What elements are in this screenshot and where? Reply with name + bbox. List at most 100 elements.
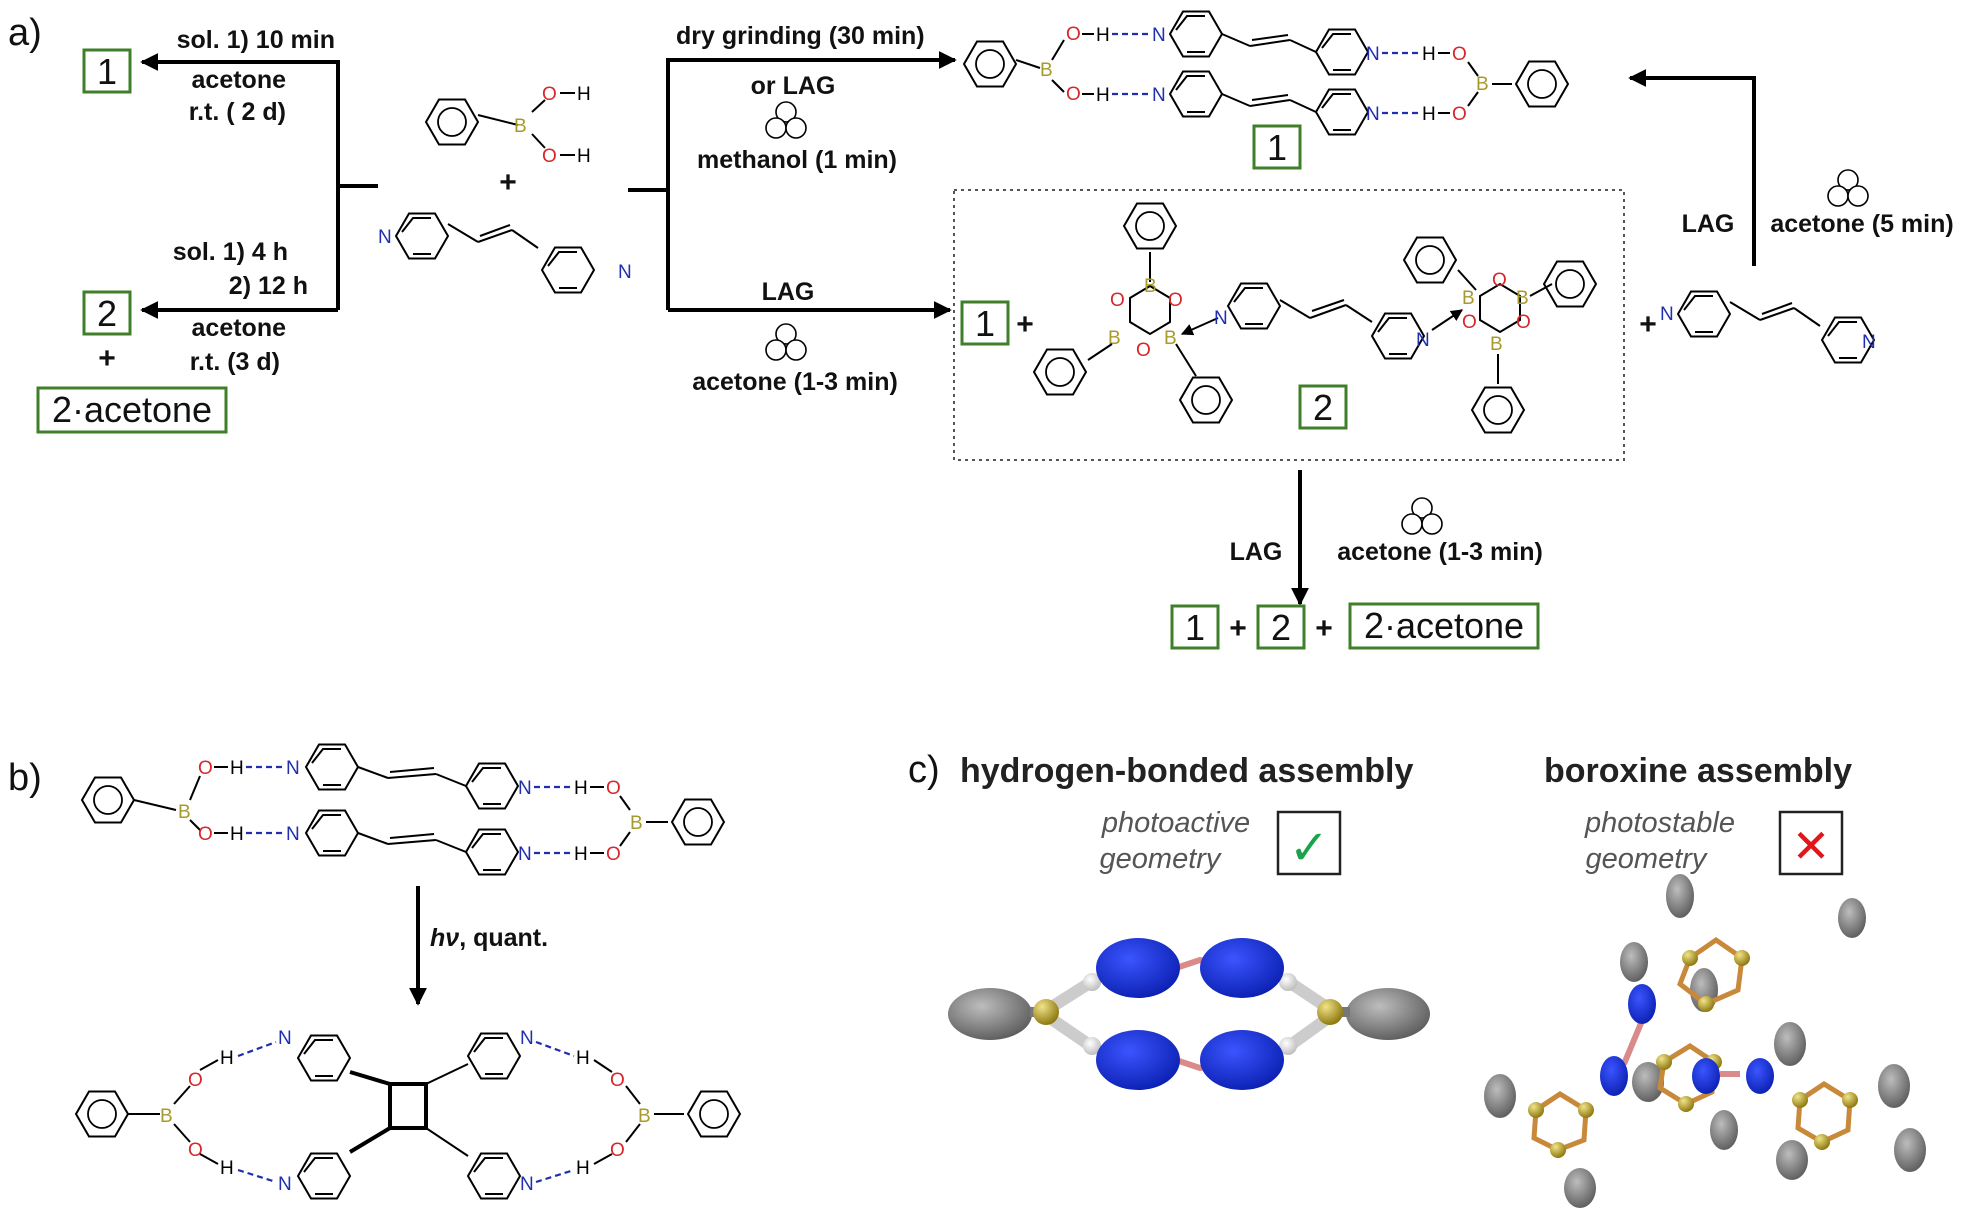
- svg-text:O: O: [1066, 24, 1081, 45]
- svg-text:2·acetone: 2·acetone: [52, 389, 212, 430]
- svg-text:B: B: [1462, 288, 1475, 309]
- plus-sign: +: [1016, 308, 1034, 341]
- svg-text:H: H: [576, 1048, 590, 1069]
- svg-text:N: N: [1152, 25, 1166, 46]
- cocrystal-1-structure: B O O H H N N N N H H O O B: [963, 10, 1569, 136]
- svg-text:H: H: [230, 758, 244, 779]
- cond-left-bottom-2: 2) 12 h: [229, 272, 308, 300]
- plus-reactants: +: [499, 166, 517, 199]
- svg-text:1: 1: [975, 303, 995, 344]
- bpe-free-right: N N: [1660, 290, 1876, 364]
- svg-text:2: 2: [97, 293, 117, 334]
- cond-far-right-lag: LAG: [1682, 210, 1735, 238]
- cross-icon: ✕: [1778, 810, 1844, 876]
- svg-text:N: N: [286, 824, 300, 845]
- svg-text:2: 2: [1271, 607, 1291, 648]
- geometry-text-right: geometry: [1586, 843, 1708, 875]
- svg-text:O: O: [610, 1140, 625, 1161]
- panel-b-label: b): [8, 757, 42, 799]
- cond-left-top-1: sol. 1) 10 min: [177, 26, 335, 54]
- cyclobutane-product: B O O H H N N N N H H O O B: [75, 1028, 741, 1200]
- final-product-1: 1: [1170, 604, 1220, 650]
- svg-text:N: N: [1152, 85, 1166, 106]
- boroxine-assembly-title: boroxine assembly: [1544, 752, 1852, 790]
- lag-ball-icon: [1827, 169, 1869, 207]
- geometry-text-left: geometry: [1100, 843, 1222, 875]
- plus-sign: +: [1315, 612, 1333, 645]
- left-branch-line: [336, 60, 378, 310]
- svg-text:H: H: [574, 844, 588, 865]
- svg-text:1: 1: [97, 51, 117, 92]
- svg-text:H: H: [577, 146, 591, 167]
- svg-text:B: B: [630, 813, 643, 834]
- cond-down-lag: LAG: [1230, 538, 1283, 566]
- cond-down: acetone (1-3 min): [1337, 538, 1543, 566]
- svg-text:H: H: [1096, 25, 1110, 46]
- svg-text:B: B: [1490, 334, 1503, 355]
- right-branch-line: [628, 58, 670, 310]
- svg-text:B: B: [514, 116, 527, 137]
- svg-text:B: B: [1476, 74, 1489, 95]
- cond-far-right: acetone (5 min): [1770, 210, 1953, 238]
- svg-text:N: N: [618, 262, 632, 283]
- svg-text:B: B: [638, 1106, 651, 1127]
- bpe-reactant-center: N N: [378, 212, 632, 294]
- checkmark-icon: ✓: [1276, 810, 1342, 876]
- mixture-label-2: 2: [1298, 384, 1348, 430]
- svg-text:N: N: [278, 1028, 292, 1049]
- svg-text:N: N: [1416, 330, 1430, 351]
- hbond-3d-model: [948, 938, 1430, 1090]
- svg-text:H: H: [1096, 85, 1110, 106]
- svg-text:N: N: [278, 1174, 292, 1195]
- svg-text:O: O: [542, 84, 557, 105]
- svg-text:H: H: [220, 1048, 234, 1069]
- phenylboronic-acid: B O H O H: [425, 84, 591, 167]
- left-product-1: 1: [82, 48, 132, 94]
- product-1-label-top: 1: [1252, 124, 1302, 170]
- svg-text:N: N: [286, 758, 300, 779]
- svg-text:O: O: [1066, 84, 1081, 105]
- left-product-2-acetone: 2·acetone: [36, 386, 228, 434]
- svg-text:H: H: [577, 84, 591, 105]
- svg-text:O: O: [1136, 340, 1151, 361]
- svg-text:H: H: [230, 824, 244, 845]
- svg-text:N: N: [1862, 332, 1876, 353]
- cond-left-bottom-4: r.t. (3 d): [190, 348, 280, 376]
- svg-text:O: O: [606, 844, 621, 865]
- svg-text:B: B: [178, 802, 191, 823]
- svg-text:✓: ✓: [1289, 820, 1329, 876]
- plus-sign: +: [1229, 612, 1247, 645]
- arrow-back-to-1: [1628, 69, 1756, 266]
- boroxine-adduct-2: B O O B B O N N B O B O O B: [1033, 202, 1597, 434]
- mixture-label-1: 1: [960, 300, 1010, 346]
- plus-sign: +: [98, 342, 116, 375]
- svg-text:N: N: [518, 778, 532, 799]
- cond-left-top-2: acetone: [192, 66, 287, 94]
- svg-text:B: B: [1040, 60, 1053, 81]
- left-product-2: 2: [82, 290, 132, 336]
- svg-text:N: N: [378, 227, 392, 248]
- svg-text:N: N: [520, 1174, 534, 1195]
- cond-right-bottom-2: acetone (1-3 min): [692, 368, 898, 396]
- svg-text:1: 1: [1267, 127, 1287, 168]
- cond-left-top-3: r.t. ( 2 d): [189, 98, 286, 126]
- svg-text:H: H: [574, 778, 588, 799]
- panel-c-label: c): [908, 749, 940, 791]
- cocrystal-1-panel-b: B O O H H N N N N H H O O B: [81, 743, 725, 876]
- svg-text:N: N: [518, 844, 532, 865]
- hbond-assembly-title: hydrogen-bonded assembly: [960, 752, 1413, 790]
- svg-text:O: O: [1462, 312, 1477, 333]
- svg-text:N: N: [1660, 304, 1674, 325]
- svg-text:O: O: [198, 824, 213, 845]
- mixture-dotted-box: [953, 189, 1625, 461]
- final-product-2: 2: [1256, 604, 1306, 650]
- svg-text:B: B: [1144, 276, 1157, 297]
- cond-right-top-3: methanol (1 min): [697, 146, 897, 174]
- cond-right-top-2: or LAG: [751, 72, 836, 100]
- svg-text:2·acetone: 2·acetone: [1364, 605, 1524, 646]
- svg-text:✕: ✕: [1792, 819, 1831, 873]
- svg-text:N: N: [1366, 44, 1380, 65]
- cond-right-top-1: dry grinding (30 min): [676, 22, 925, 50]
- photo-condition: hν, quant.: [430, 924, 548, 952]
